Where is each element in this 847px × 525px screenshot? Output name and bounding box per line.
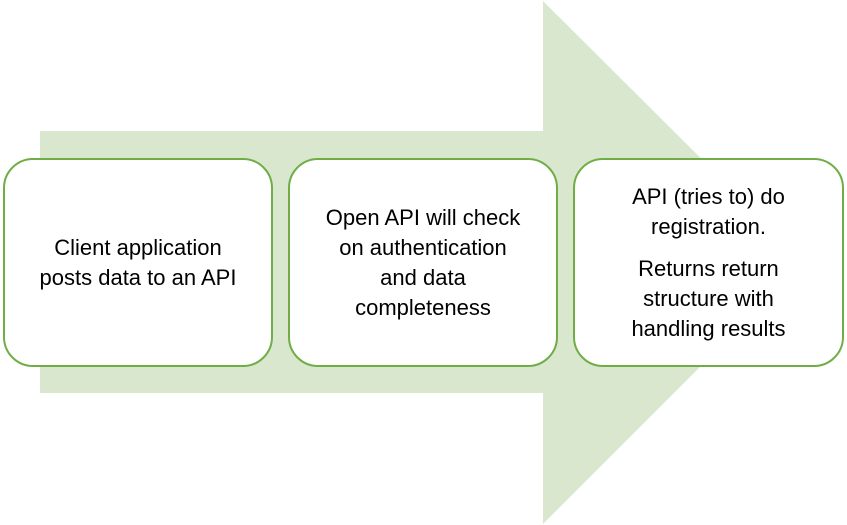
step-3-text-registration: API (tries to) do registration. <box>632 183 785 239</box>
step-open-api-check: Open API will check on authentication an… <box>288 158 558 367</box>
step-1-text: Client application posts data to an API <box>39 234 237 290</box>
step-2-text: Open API will check on authentication an… <box>325 204 521 320</box>
step-client-posts-data: Client application posts data to an API <box>3 158 273 367</box>
step-api-registration: API (tries to) do registration. Returns … <box>573 158 844 367</box>
step-3-text-returns: Returns return structure with handling r… <box>631 255 786 341</box>
